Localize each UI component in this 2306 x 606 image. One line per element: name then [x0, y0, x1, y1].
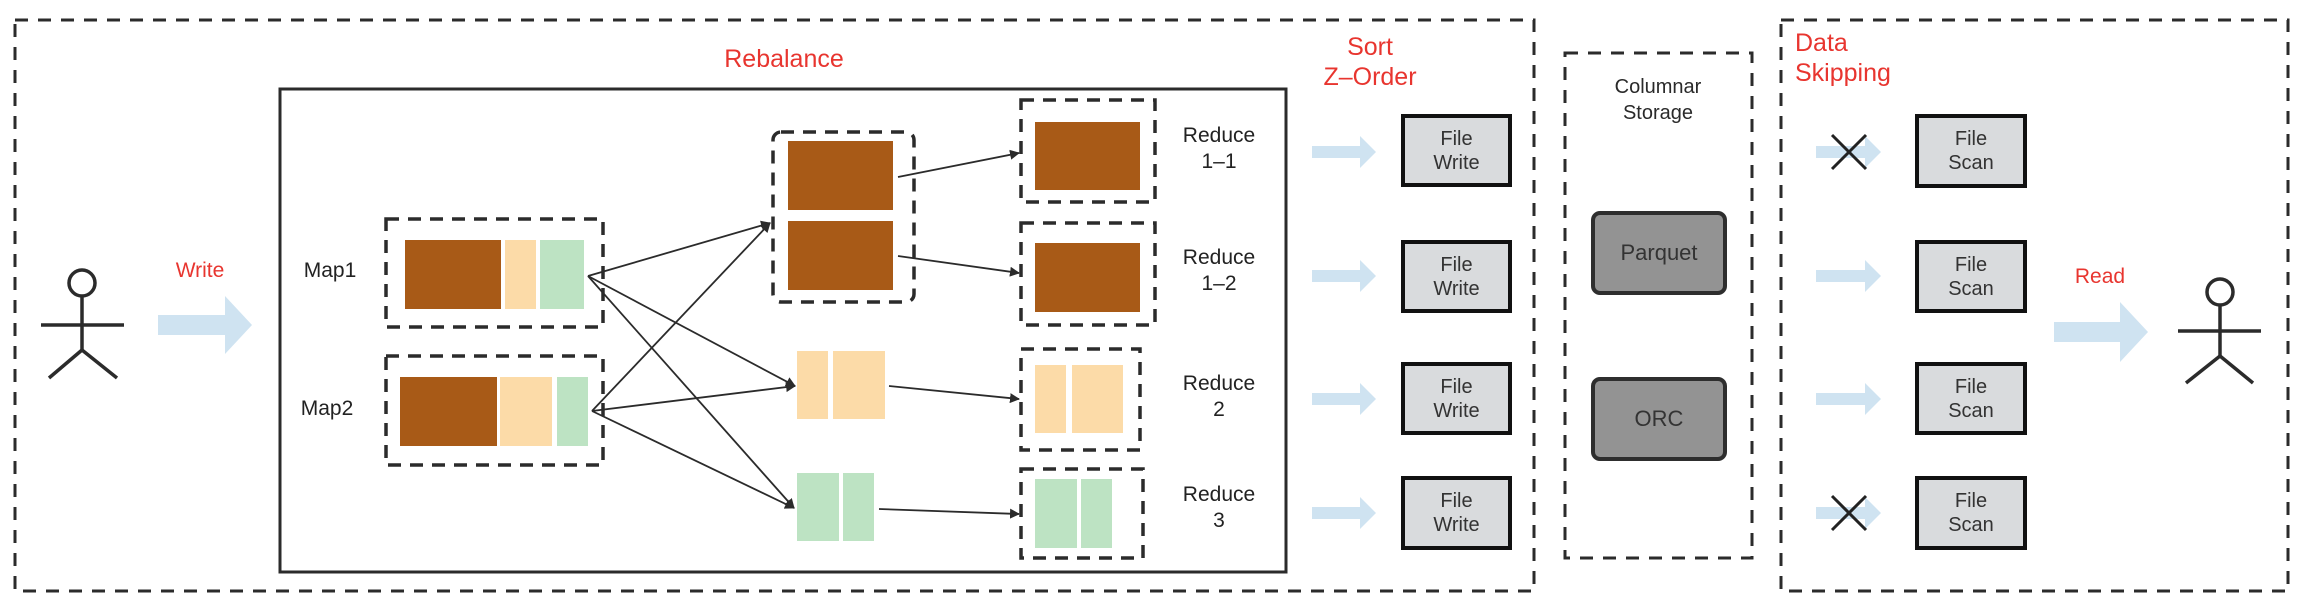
edge-map2-to-green [591, 410, 795, 509]
edge-map1-to-tan [587, 275, 796, 387]
file-scan-box-3: File Scan [1915, 362, 2027, 435]
sort-arrow-2 [1312, 260, 1376, 292]
file-write-box-3: File Write [1401, 362, 1512, 435]
shuffle-block-tan-1 [797, 351, 828, 419]
reduce-3-block-1 [1035, 479, 1077, 548]
write-pipeline-container [13, 18, 1536, 593]
scan-flow-arrows [1816, 136, 1881, 529]
reduce-3-block-2 [1081, 479, 1112, 548]
read-pipeline-container [1779, 18, 2290, 593]
sort-flow-arrows [1312, 136, 1376, 529]
shuffle-edges [587, 220, 796, 509]
edge-to-reduce-2 [888, 385, 1020, 404]
map2-partition-brown [400, 377, 497, 446]
write-label: Write [175, 259, 225, 282]
edge-map2-to-tan [591, 382, 796, 412]
skip-x-icon-4 [1830, 494, 1868, 532]
reduce-1-1-group [1019, 98, 1157, 204]
map2-partition-green [557, 377, 588, 446]
reduce-3-group [1019, 467, 1145, 560]
map2-label: Map2 [300, 397, 354, 420]
edge-map1-to-brown [587, 220, 771, 277]
file-write-box-2: File Write [1401, 240, 1512, 313]
columnar-storage-container [1563, 51, 1754, 560]
map1-partition-brown [405, 240, 501, 309]
write-flow-arrow [158, 296, 252, 354]
sort-arrow-1 [1312, 136, 1376, 168]
reduce-1-1-block [1035, 122, 1140, 190]
edge-map2-to-brown [591, 222, 771, 412]
map2-partition-tan [500, 377, 552, 446]
scan-arrow-2 [1816, 260, 1881, 292]
shuffle-block-green-1 [797, 473, 839, 541]
edge-to-reduce-1-2 [897, 255, 1020, 277]
reduce-2-block-1 [1035, 365, 1066, 433]
file-write-box-1: File Write [1401, 114, 1512, 187]
map1-partition-tan [505, 240, 536, 309]
shuffle-group-brown [771, 130, 916, 304]
file-scan-box-1: File Scan [1915, 114, 2027, 188]
reduce-1-1-label: Reduce 1–1 [1182, 124, 1256, 174]
file-scan-box-2: File Scan [1915, 240, 2027, 313]
orc-format-box: ORC [1591, 377, 1727, 461]
sort-zorder-title: Sort Z–Order [1323, 33, 1417, 91]
sort-arrow-4 [1312, 497, 1376, 529]
sort-arrow-3 [1312, 383, 1376, 415]
file-scan-box-4: File Scan [1915, 476, 2027, 550]
rebalance-box [278, 87, 1288, 574]
reduce-2-label: Reduce 2 [1182, 372, 1256, 422]
file-write-box-4: File Write [1401, 476, 1512, 550]
shuffle-block-green-2 [843, 473, 874, 541]
shuffle-block-tan-2 [833, 351, 885, 419]
read-flow-arrow [2054, 302, 2148, 362]
data-skipping-title: Data Skipping [1795, 29, 1891, 87]
skip-x-icon-1 [1830, 133, 1868, 171]
writer-actor-icon [41, 268, 124, 380]
reduce-1-2-group [1019, 221, 1157, 327]
map1-group [384, 217, 605, 329]
scan-arrow-3 [1816, 383, 1881, 415]
reader-actor-icon [2178, 277, 2261, 385]
map1-partition-green [540, 240, 584, 309]
reduce-3-label: Reduce 3 [1182, 483, 1256, 533]
shuffle-block-brown-1 [788, 141, 893, 210]
read-label: Read [2074, 265, 2126, 288]
reduce-1-2-label: Reduce 1–2 [1182, 246, 1256, 296]
reduce-2-block-2 [1072, 365, 1123, 433]
parquet-format-box: Parquet [1591, 211, 1727, 295]
rebalance-title: Rebalance [724, 45, 844, 73]
columnar-storage-title: Columnar Storage [1614, 76, 1702, 124]
map1-label: Map1 [303, 259, 357, 282]
reducer-edges [878, 149, 1020, 519]
shuffle-block-brown-2 [788, 221, 893, 290]
reduce-1-2-block [1035, 243, 1140, 312]
edge-to-reduce-1-1 [897, 149, 1020, 178]
edge-to-reduce-3 [878, 508, 1020, 519]
edge-map1-to-green [587, 275, 795, 509]
